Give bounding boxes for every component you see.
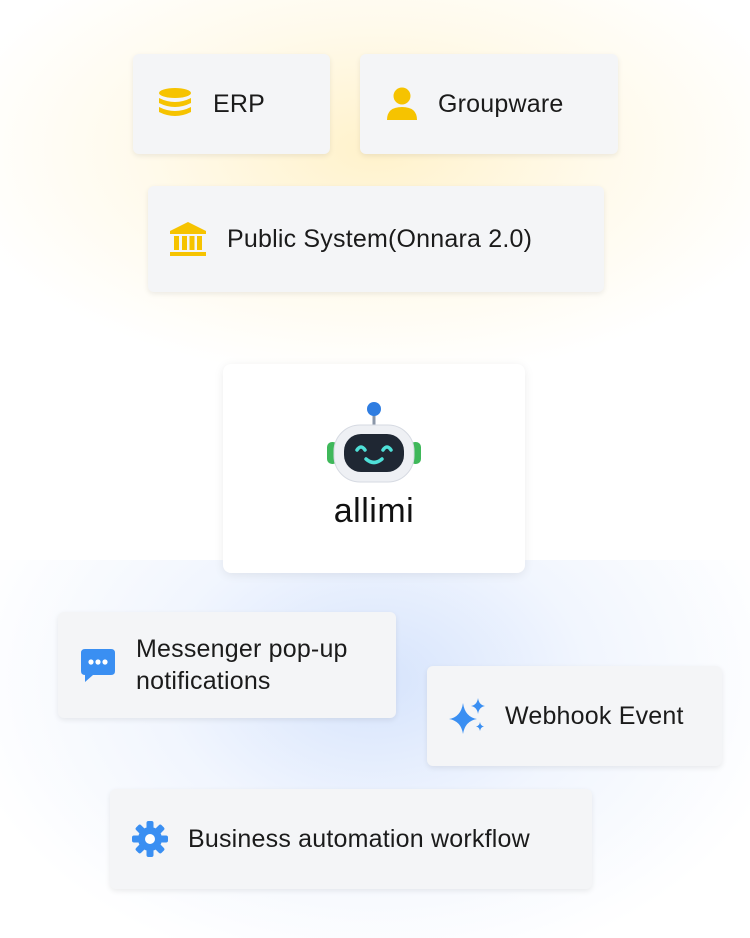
sparkles-icon <box>447 696 487 736</box>
chat-bubble-icon <box>78 645 118 685</box>
erp-label: ERP <box>213 90 266 118</box>
gear-icon <box>130 819 170 859</box>
business-automation-card: Business automation workflow <box>110 789 592 889</box>
messenger-label: Messenger pop-up notifications <box>136 635 348 695</box>
allimi-label: allimi <box>333 492 415 530</box>
robot-icon <box>324 400 424 484</box>
public-system-card: Public System(Onnara 2.0) <box>148 186 604 292</box>
public-system-label: Public System(Onnara 2.0) <box>227 225 533 253</box>
erp-card: ERP <box>133 54 330 154</box>
groupware-card: Groupware <box>360 54 618 154</box>
bank-icon <box>168 219 208 259</box>
webhook-label: Webhook Event <box>505 702 684 730</box>
webhook-card: Webhook Event <box>427 666 722 766</box>
database-icon <box>155 84 195 124</box>
groupware-label: Groupware <box>438 90 564 118</box>
user-icon <box>382 84 422 124</box>
business-automation-label: Business automation workflow <box>188 825 530 853</box>
allimi-hub-card: allimi <box>223 364 525 573</box>
messenger-card: Messenger pop-up notifications <box>58 612 396 718</box>
